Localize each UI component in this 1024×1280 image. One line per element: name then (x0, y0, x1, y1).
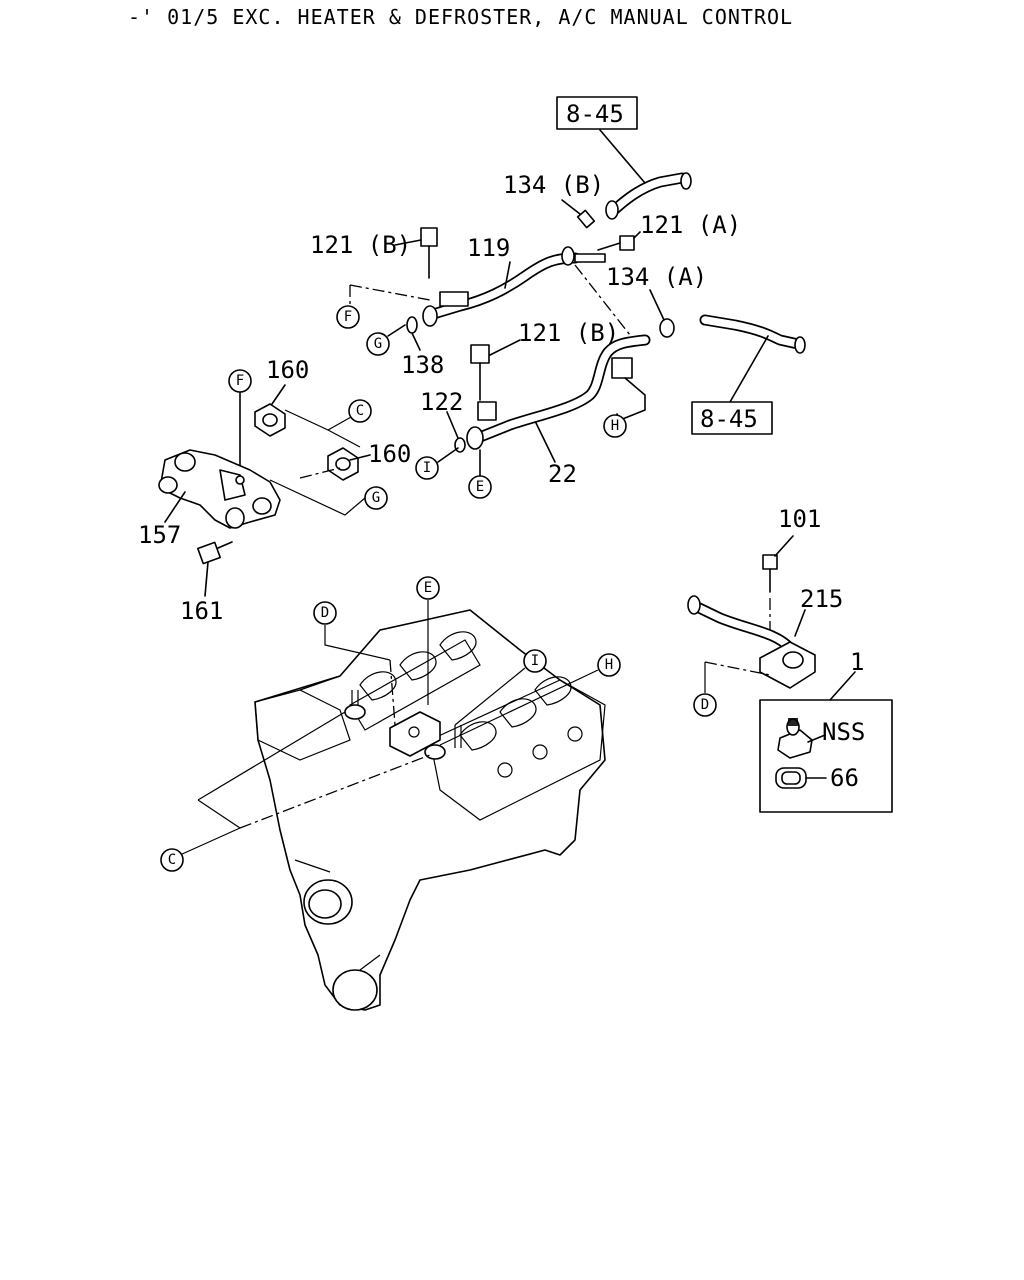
connector-i-mid[interactable] (415, 456, 439, 480)
ref-label-right[interactable]: 8-45 (700, 405, 758, 433)
ref-label-top[interactable]: 8-45 (566, 100, 624, 128)
clamp-134a (659, 318, 675, 338)
right-hose (699, 314, 806, 354)
thermostat-nss (777, 718, 813, 759)
pipe-22 (466, 334, 651, 450)
connector-g-top[interactable] (366, 332, 390, 356)
label-66: 66 (830, 764, 859, 792)
connector-e-engine[interactable] (416, 576, 440, 600)
gasket-66 (775, 767, 807, 789)
engine-block (254, 609, 606, 1011)
label-22: 22 (548, 460, 577, 488)
connector-g-left-label: G (372, 490, 380, 506)
label-157: 157 (138, 521, 181, 549)
connector-i-engine-label: I (531, 653, 539, 669)
label-121a: 121 (A) (640, 211, 741, 239)
label-1: 1 (850, 648, 864, 676)
label-122: 122 (420, 388, 463, 416)
connector-h-engine-label: H (605, 657, 613, 673)
upper-hose (605, 172, 692, 220)
connector-f-left[interactable] (228, 369, 252, 393)
label-119: 119 (467, 234, 510, 262)
oring-138 (406, 316, 418, 334)
label-134a: 134 (A) (606, 263, 707, 291)
thermostat-kit-box (759, 699, 893, 813)
label-121b-top: 121 (B) (310, 231, 411, 259)
label-160-top: 160 (266, 356, 309, 384)
connector-c-engine-label: C (168, 852, 176, 868)
ref-box-top[interactable] (556, 96, 638, 130)
gasket-160-top (254, 403, 286, 437)
bolt-121a (597, 235, 635, 251)
label-215: 215 (800, 585, 843, 613)
label-121b-mid: 121 (B) (518, 319, 619, 347)
connector-g-left[interactable] (364, 486, 388, 510)
connector-d-engine-label: D (321, 605, 329, 621)
pipe-215 (687, 595, 816, 689)
connector-c-top[interactable] (348, 399, 372, 423)
diagram-title: -' 01/5 EXC. HEATER & DEFROSTER, A/C MAN… (128, 5, 793, 29)
bolt-161 (197, 541, 233, 565)
bolt-134b (576, 209, 596, 229)
connector-c-engine[interactable] (160, 848, 184, 872)
connector-h-engine[interactable] (597, 653, 621, 677)
connector-d-right-label: D (701, 697, 709, 713)
bolt-121b-top (420, 227, 438, 279)
connector-h-top[interactable] (603, 414, 627, 438)
label-101: 101 (778, 505, 821, 533)
connector-f-top[interactable] (336, 305, 360, 329)
ref-box-right[interactable] (691, 401, 773, 435)
connector-d-right[interactable] (693, 693, 717, 717)
connector-i-engine[interactable] (523, 649, 547, 673)
connector-e-mid[interactable] (468, 475, 492, 499)
connector-h-top-label: H (611, 418, 619, 434)
label-138: 138 (401, 351, 444, 379)
bolt-121b-mid (470, 344, 490, 401)
label-134b: 134 (B) (503, 171, 604, 199)
label-161: 161 (180, 597, 223, 625)
connector-f-top-label: F (344, 309, 352, 325)
label-nss: NSS (822, 718, 865, 746)
connector-i-mid-label: I (423, 460, 431, 476)
water-outlet-157 (158, 449, 281, 529)
connector-e-mid-label: E (476, 479, 484, 495)
pipe-119 (422, 246, 606, 327)
connector-f-left-label: F (236, 373, 244, 389)
connector-d-engine[interactable] (313, 601, 337, 625)
label-160-mid: 160 (368, 440, 411, 468)
connector-c-top-label: C (356, 403, 364, 419)
connector-g-top-label: G (374, 336, 382, 352)
gasket-160-mid (327, 447, 359, 481)
bolt-101 (762, 554, 778, 593)
connector-e-engine-label: E (424, 580, 432, 596)
